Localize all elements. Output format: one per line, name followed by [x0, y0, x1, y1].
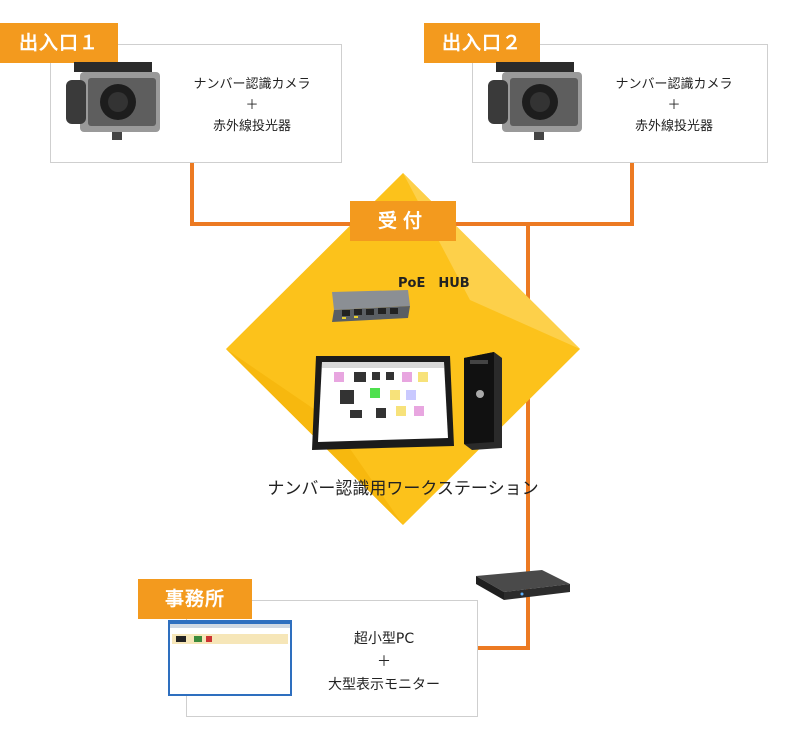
- entrance2-line2: ＋: [667, 98, 681, 113]
- entrance1-line2: ＋: [245, 98, 259, 113]
- connector-camera1-vertical: [190, 163, 194, 226]
- office-line2: ＋: [377, 654, 391, 670]
- workstation-monitor-icon: [312, 356, 454, 450]
- entrance2-line3: 赤外線投光器: [634, 119, 713, 134]
- mini-pc-icon: [476, 570, 570, 600]
- entrance2-tag: 出入口２: [424, 23, 540, 63]
- connector-camera1-horizontal: [190, 222, 366, 226]
- entrance2-line1: ナンバー認識カメラ: [615, 77, 733, 92]
- camera-icon: [488, 62, 582, 140]
- camera-icon: [66, 62, 160, 140]
- office-line1: 超小型PC: [353, 631, 415, 647]
- network-hub-icon: [332, 290, 410, 322]
- connector-office-horizontal: [476, 646, 530, 650]
- entrance1-line1: ナンバー認識カメラ: [193, 77, 311, 92]
- connector-camera2-horizontal: [430, 222, 634, 226]
- office-line3: 大型表示モニター: [328, 677, 440, 693]
- entrance2-description: ナンバー認識カメラ ＋ 赤外線投光器: [594, 74, 754, 137]
- entrance1-line3: 赤外線投光器: [212, 119, 291, 134]
- reception-tag: 受付: [350, 201, 456, 241]
- workstation-label: ナンバー認識用ワークステーション: [267, 479, 539, 499]
- entrance1-tag: 出入口１: [0, 23, 118, 63]
- hub-label: PoE HUB: [398, 276, 470, 291]
- office-monitor-icon: [168, 620, 292, 696]
- office-description: 超小型PC ＋ 大型表示モニター: [300, 628, 468, 697]
- connector-office-vertical: [526, 222, 530, 650]
- connector-camera2-vertical: [630, 163, 634, 226]
- workstation-tower-icon: [464, 352, 502, 450]
- office-tag: 事務所: [138, 579, 252, 619]
- entrance1-description: ナンバー認識カメラ ＋ 赤外線投光器: [172, 74, 332, 137]
